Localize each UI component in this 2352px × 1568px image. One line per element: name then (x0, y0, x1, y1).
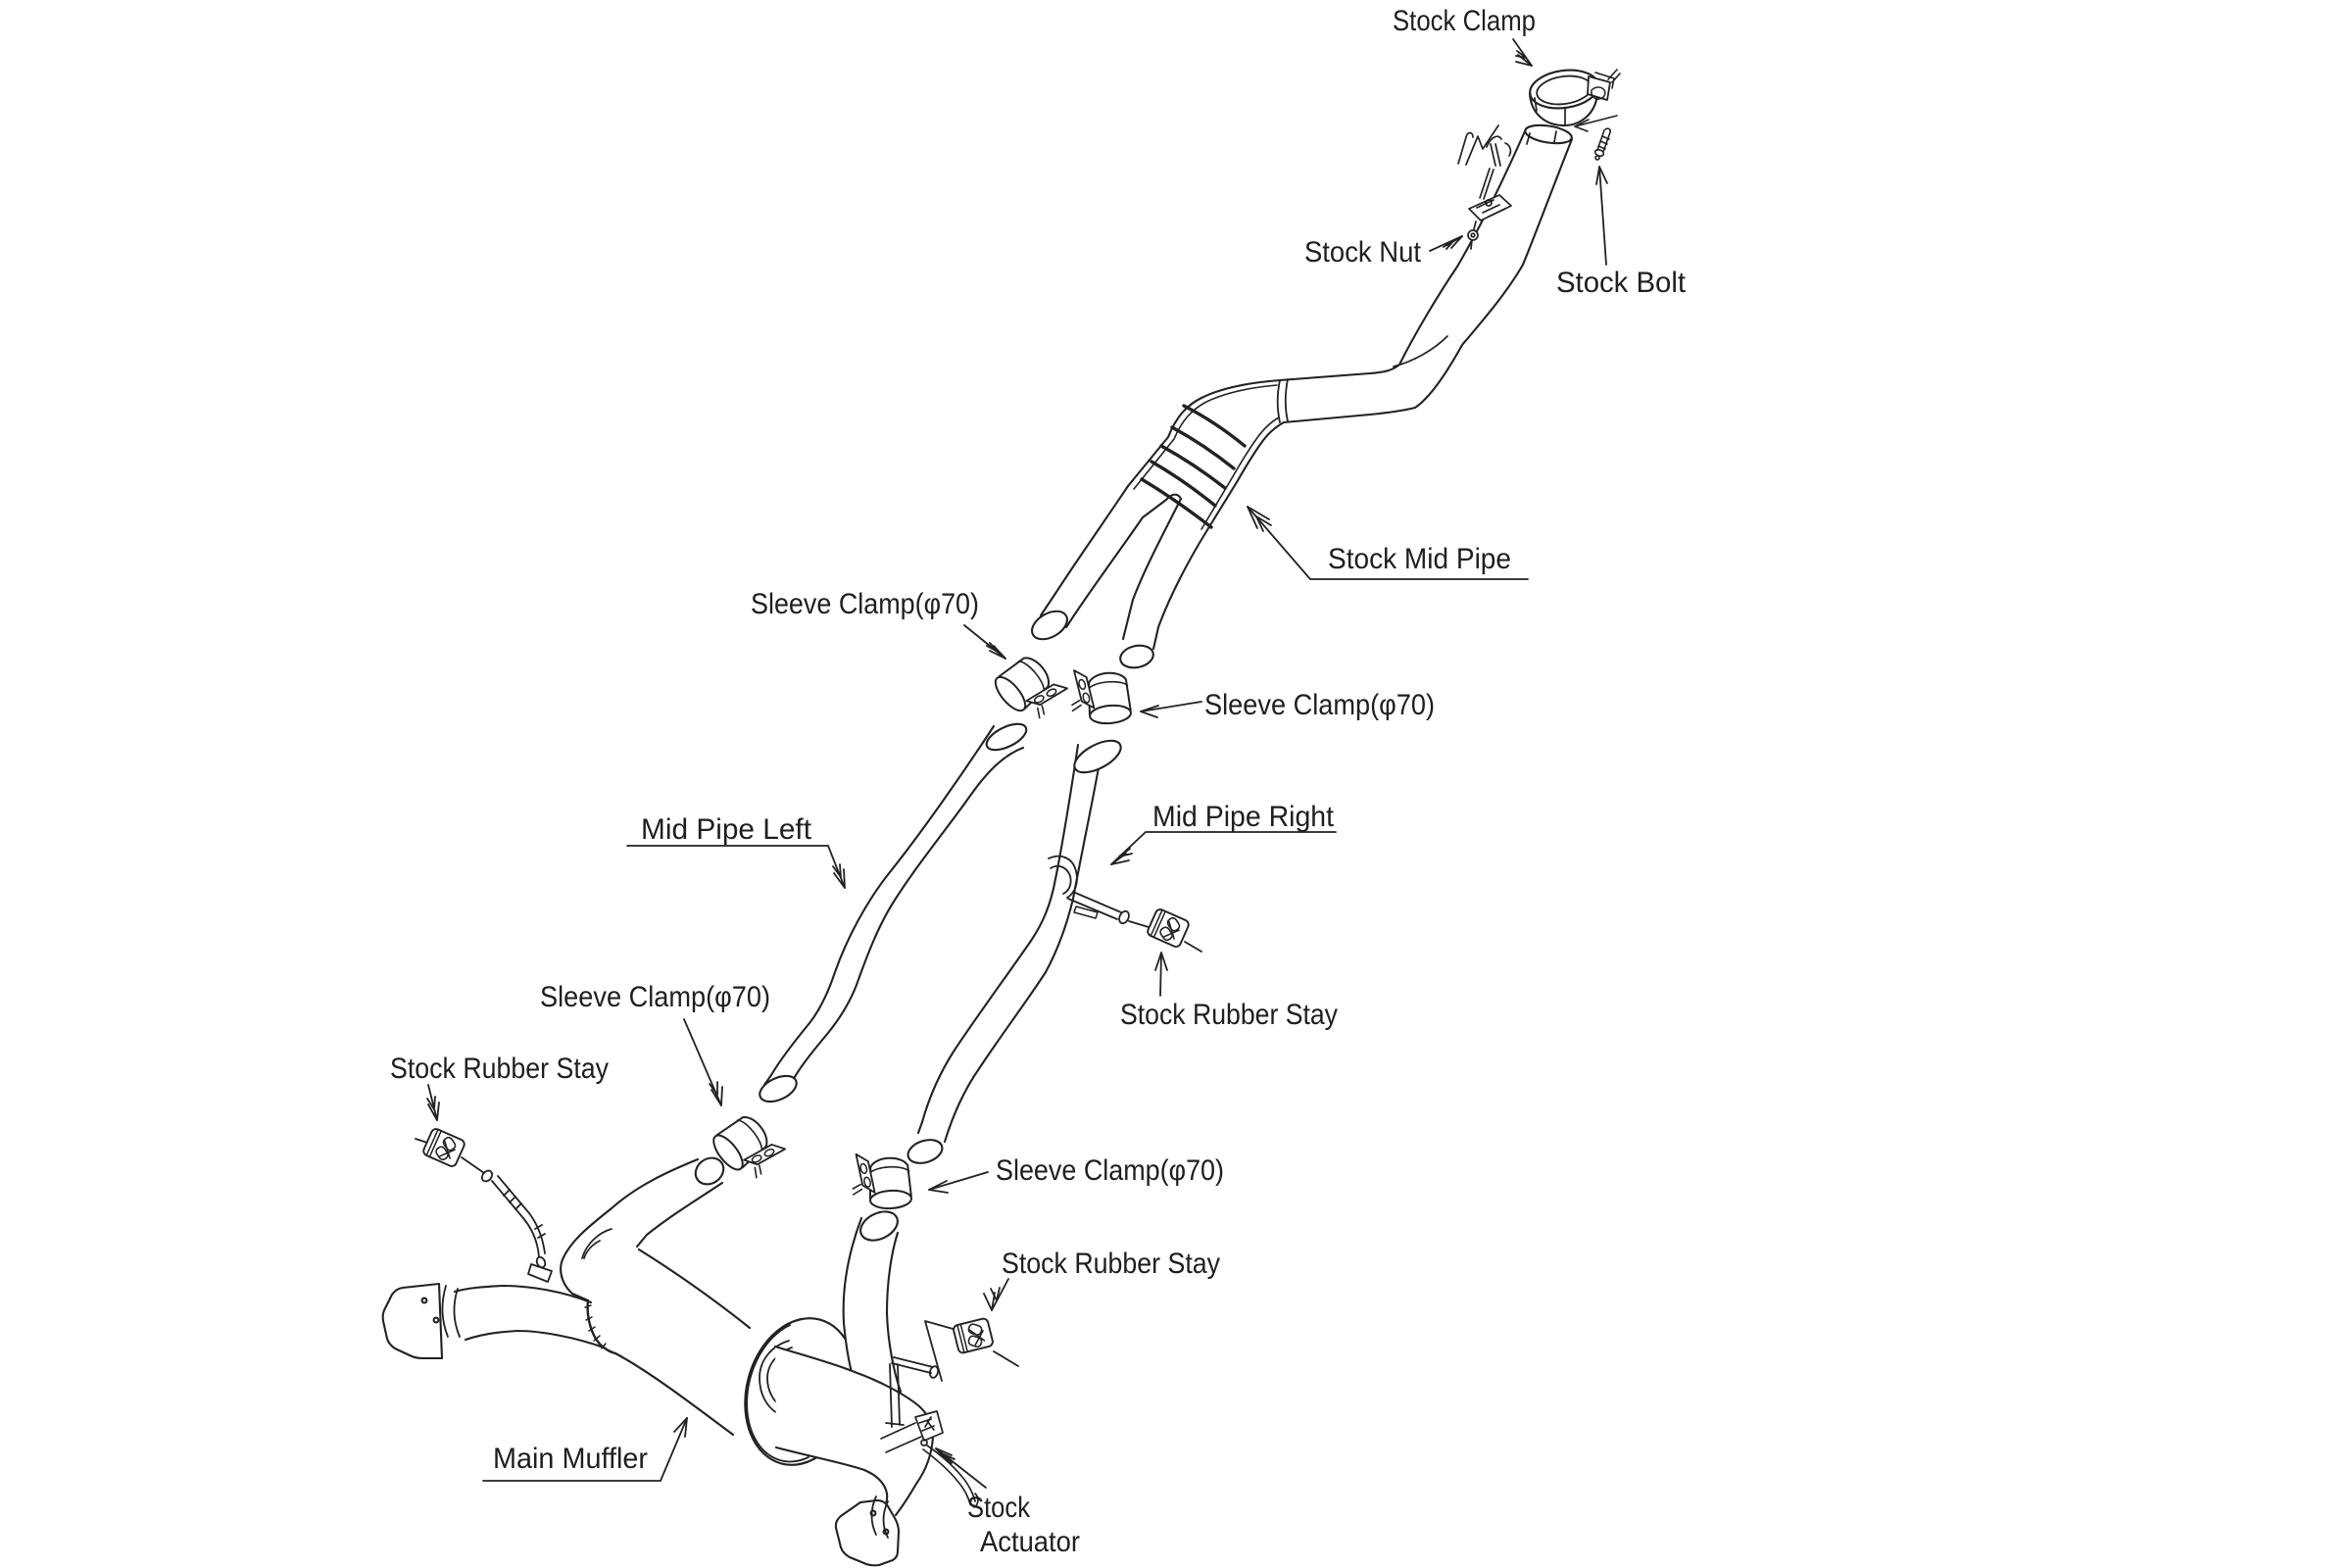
svg-text:Mid Pipe Right: Mid Pipe Right (1152, 801, 1335, 833)
svg-text:Stock Mid Pipe: Stock Mid Pipe (1328, 543, 1511, 575)
svg-text:Sleeve Clamp(φ70): Sleeve Clamp(φ70) (540, 981, 770, 1013)
svg-text:Stock: Stock (967, 1492, 1031, 1524)
svg-text:Actuator: Actuator (980, 1526, 1080, 1558)
svg-text:Mid Pipe Left: Mid Pipe Left (641, 813, 812, 846)
svg-text:Sleeve Clamp(φ70): Sleeve Clamp(φ70) (996, 1154, 1224, 1187)
svg-text:Stock Rubber Stay: Stock Rubber Stay (1120, 999, 1338, 1031)
svg-text:Stock Clamp: Stock Clamp (1393, 5, 1536, 37)
svg-text:Stock Rubber Stay: Stock Rubber Stay (1002, 1248, 1220, 1280)
svg-text:Sleeve Clamp(φ70): Sleeve Clamp(φ70) (751, 588, 979, 620)
svg-text:Stock Bolt: Stock Bolt (1556, 267, 1687, 299)
svg-text:Stock Nut: Stock Nut (1304, 236, 1422, 269)
svg-text:Main Muffler: Main Muffler (493, 1443, 648, 1475)
svg-text:Sleeve Clamp(φ70): Sleeve Clamp(φ70) (1204, 689, 1435, 721)
svg-text:Stock Rubber Stay: Stock Rubber Stay (390, 1053, 609, 1085)
